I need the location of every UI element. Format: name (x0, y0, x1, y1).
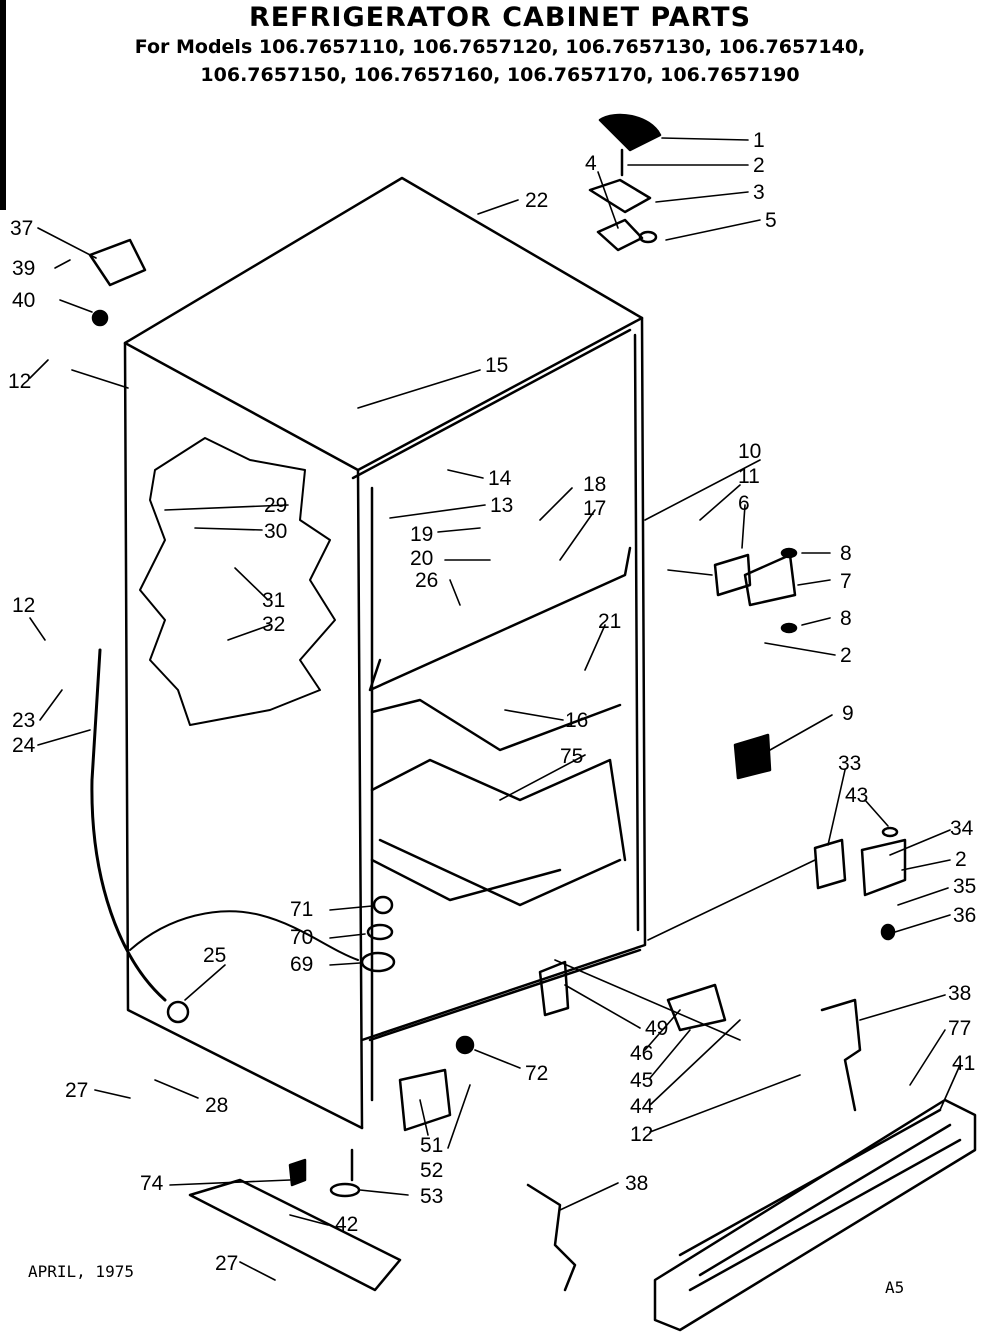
grille-bracket-upper (820, 998, 862, 1112)
callout-label: 75 (560, 745, 583, 768)
callout-label: 53 (420, 1185, 443, 1208)
cabinet-shell (123, 176, 647, 1130)
callout-label: 46 (630, 1042, 653, 1065)
callout-label: 43 (845, 784, 868, 807)
callout-label: 28 (205, 1094, 228, 1117)
callout-label: 2 (840, 644, 852, 667)
callout-label: 24 (12, 734, 36, 757)
callout-label: 42 (335, 1213, 358, 1236)
callout-label: 5 (765, 209, 777, 232)
callout-label: 12 (12, 594, 35, 617)
callout-label: 38 (948, 982, 971, 1005)
callout-label: 12 (8, 370, 31, 393)
callout-label: 31 (262, 589, 285, 612)
toe-grille (653, 1098, 977, 1332)
drain-tube (90, 648, 167, 1002)
callout-label: 30 (264, 520, 287, 543)
grille-bracket-lower (526, 1183, 577, 1292)
callout-label: 2 (955, 848, 967, 871)
callout-label: 12 (630, 1123, 653, 1146)
mount-bracket (538, 960, 570, 1017)
page-edge-mark (0, 0, 6, 210)
callout-label: 8 (840, 607, 852, 630)
top-hinge-assembly (588, 113, 662, 252)
callout-label: 35 (953, 875, 976, 898)
callout-label: 40 (12, 289, 35, 312)
callout-label: 72 (525, 1062, 548, 1085)
callout-label: 10 (738, 440, 761, 463)
center-hinge-assembly (713, 547, 798, 780)
callout-label: 38 (625, 1172, 648, 1195)
callout-label: 69 (290, 953, 313, 976)
rear-plate (666, 983, 727, 1032)
side-cutaway-upper (139, 437, 336, 726)
drain-assembly (166, 895, 396, 1024)
leveling-parts (288, 1035, 475, 1198)
callout-label: 3 (753, 181, 765, 204)
callout-label: 77 (948, 1017, 971, 1040)
callout-label: 17 (583, 497, 606, 520)
callout-label: 29 (264, 494, 287, 517)
callout-label: 26 (415, 569, 438, 592)
model-list-line-2: 106.7657150, 106.7657160, 106.7657170, 1… (200, 64, 800, 86)
callout-label: 27 (215, 1252, 238, 1275)
callout-label: 14 (488, 467, 512, 490)
callout-label: 52 (420, 1159, 443, 1182)
left-top-bracket (88, 238, 147, 327)
diagram-title: REFRIGERATOR CABINET PARTS (248, 2, 752, 33)
callout-label: 25 (203, 944, 226, 967)
base-plate (188, 1178, 402, 1292)
part-callout-group: 1 2 3 4 5 22 37 39 40 12 15 14 13 10 11 … (8, 129, 976, 1275)
callout-label: 16 (565, 709, 588, 732)
callout-label: 11 (738, 465, 760, 488)
callout-label: 23 (12, 709, 35, 732)
side-cutaway-lower (129, 910, 359, 961)
callout-label: 39 (12, 257, 35, 280)
callout-label: 21 (598, 610, 621, 633)
callout-label: 34 (950, 817, 974, 840)
callout-label: 41 (952, 1052, 975, 1075)
callout-label: 44 (630, 1095, 654, 1118)
callout-label: 13 (490, 494, 513, 517)
callout-label: 18 (583, 473, 606, 496)
callout-label: 1 (753, 129, 765, 152)
callout-label: 45 (630, 1069, 653, 1092)
callout-label: 70 (290, 926, 313, 949)
model-list-line-1: For Models 106.7657110, 106.7657120, 106… (134, 36, 866, 58)
callout-label: 37 (10, 217, 33, 240)
callout-label: 51 (420, 1134, 443, 1157)
callout-label: 74 (140, 1172, 164, 1195)
callout-label: 9 (842, 702, 854, 725)
callout-label: 20 (410, 547, 433, 570)
callout-label: 15 (485, 354, 508, 377)
callout-label: 7 (840, 570, 852, 593)
callout-label: 36 (953, 904, 976, 927)
bottom-hinge-assembly (813, 826, 907, 941)
callout-label: 8 (840, 542, 852, 565)
callout-label: 19 (410, 523, 433, 546)
callout-label: 33 (838, 752, 861, 775)
revision-date: APRIL, 1975 (28, 1262, 134, 1281)
callout-label: 2 (753, 154, 765, 177)
leader-lines (29, 137, 961, 1281)
callout-label: 22 (525, 189, 548, 212)
callout-label: 6 (738, 492, 750, 515)
callout-label: 27 (65, 1079, 88, 1102)
callout-label: 32 (262, 613, 285, 636)
page-code: A5 (885, 1278, 905, 1297)
callout-label: 4 (585, 152, 597, 175)
callout-label: 49 (645, 1017, 668, 1040)
callout-label: 71 (290, 898, 313, 921)
